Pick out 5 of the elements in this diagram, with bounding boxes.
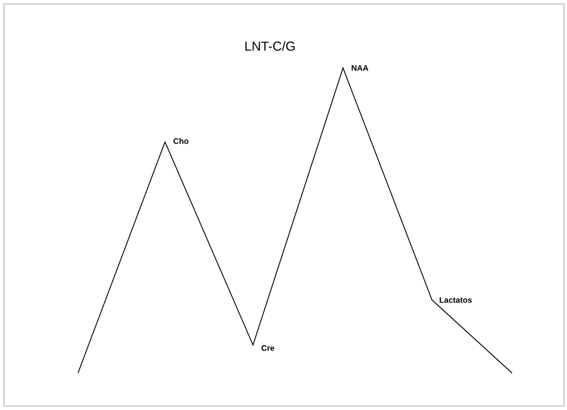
chart-title: LNT-C/G — [245, 41, 295, 51]
peak-label: NAA — [352, 65, 368, 71]
peak-label: Cre — [262, 345, 274, 351]
peak-label: Cho — [174, 138, 188, 144]
peak-label: Lactatos — [440, 297, 472, 303]
